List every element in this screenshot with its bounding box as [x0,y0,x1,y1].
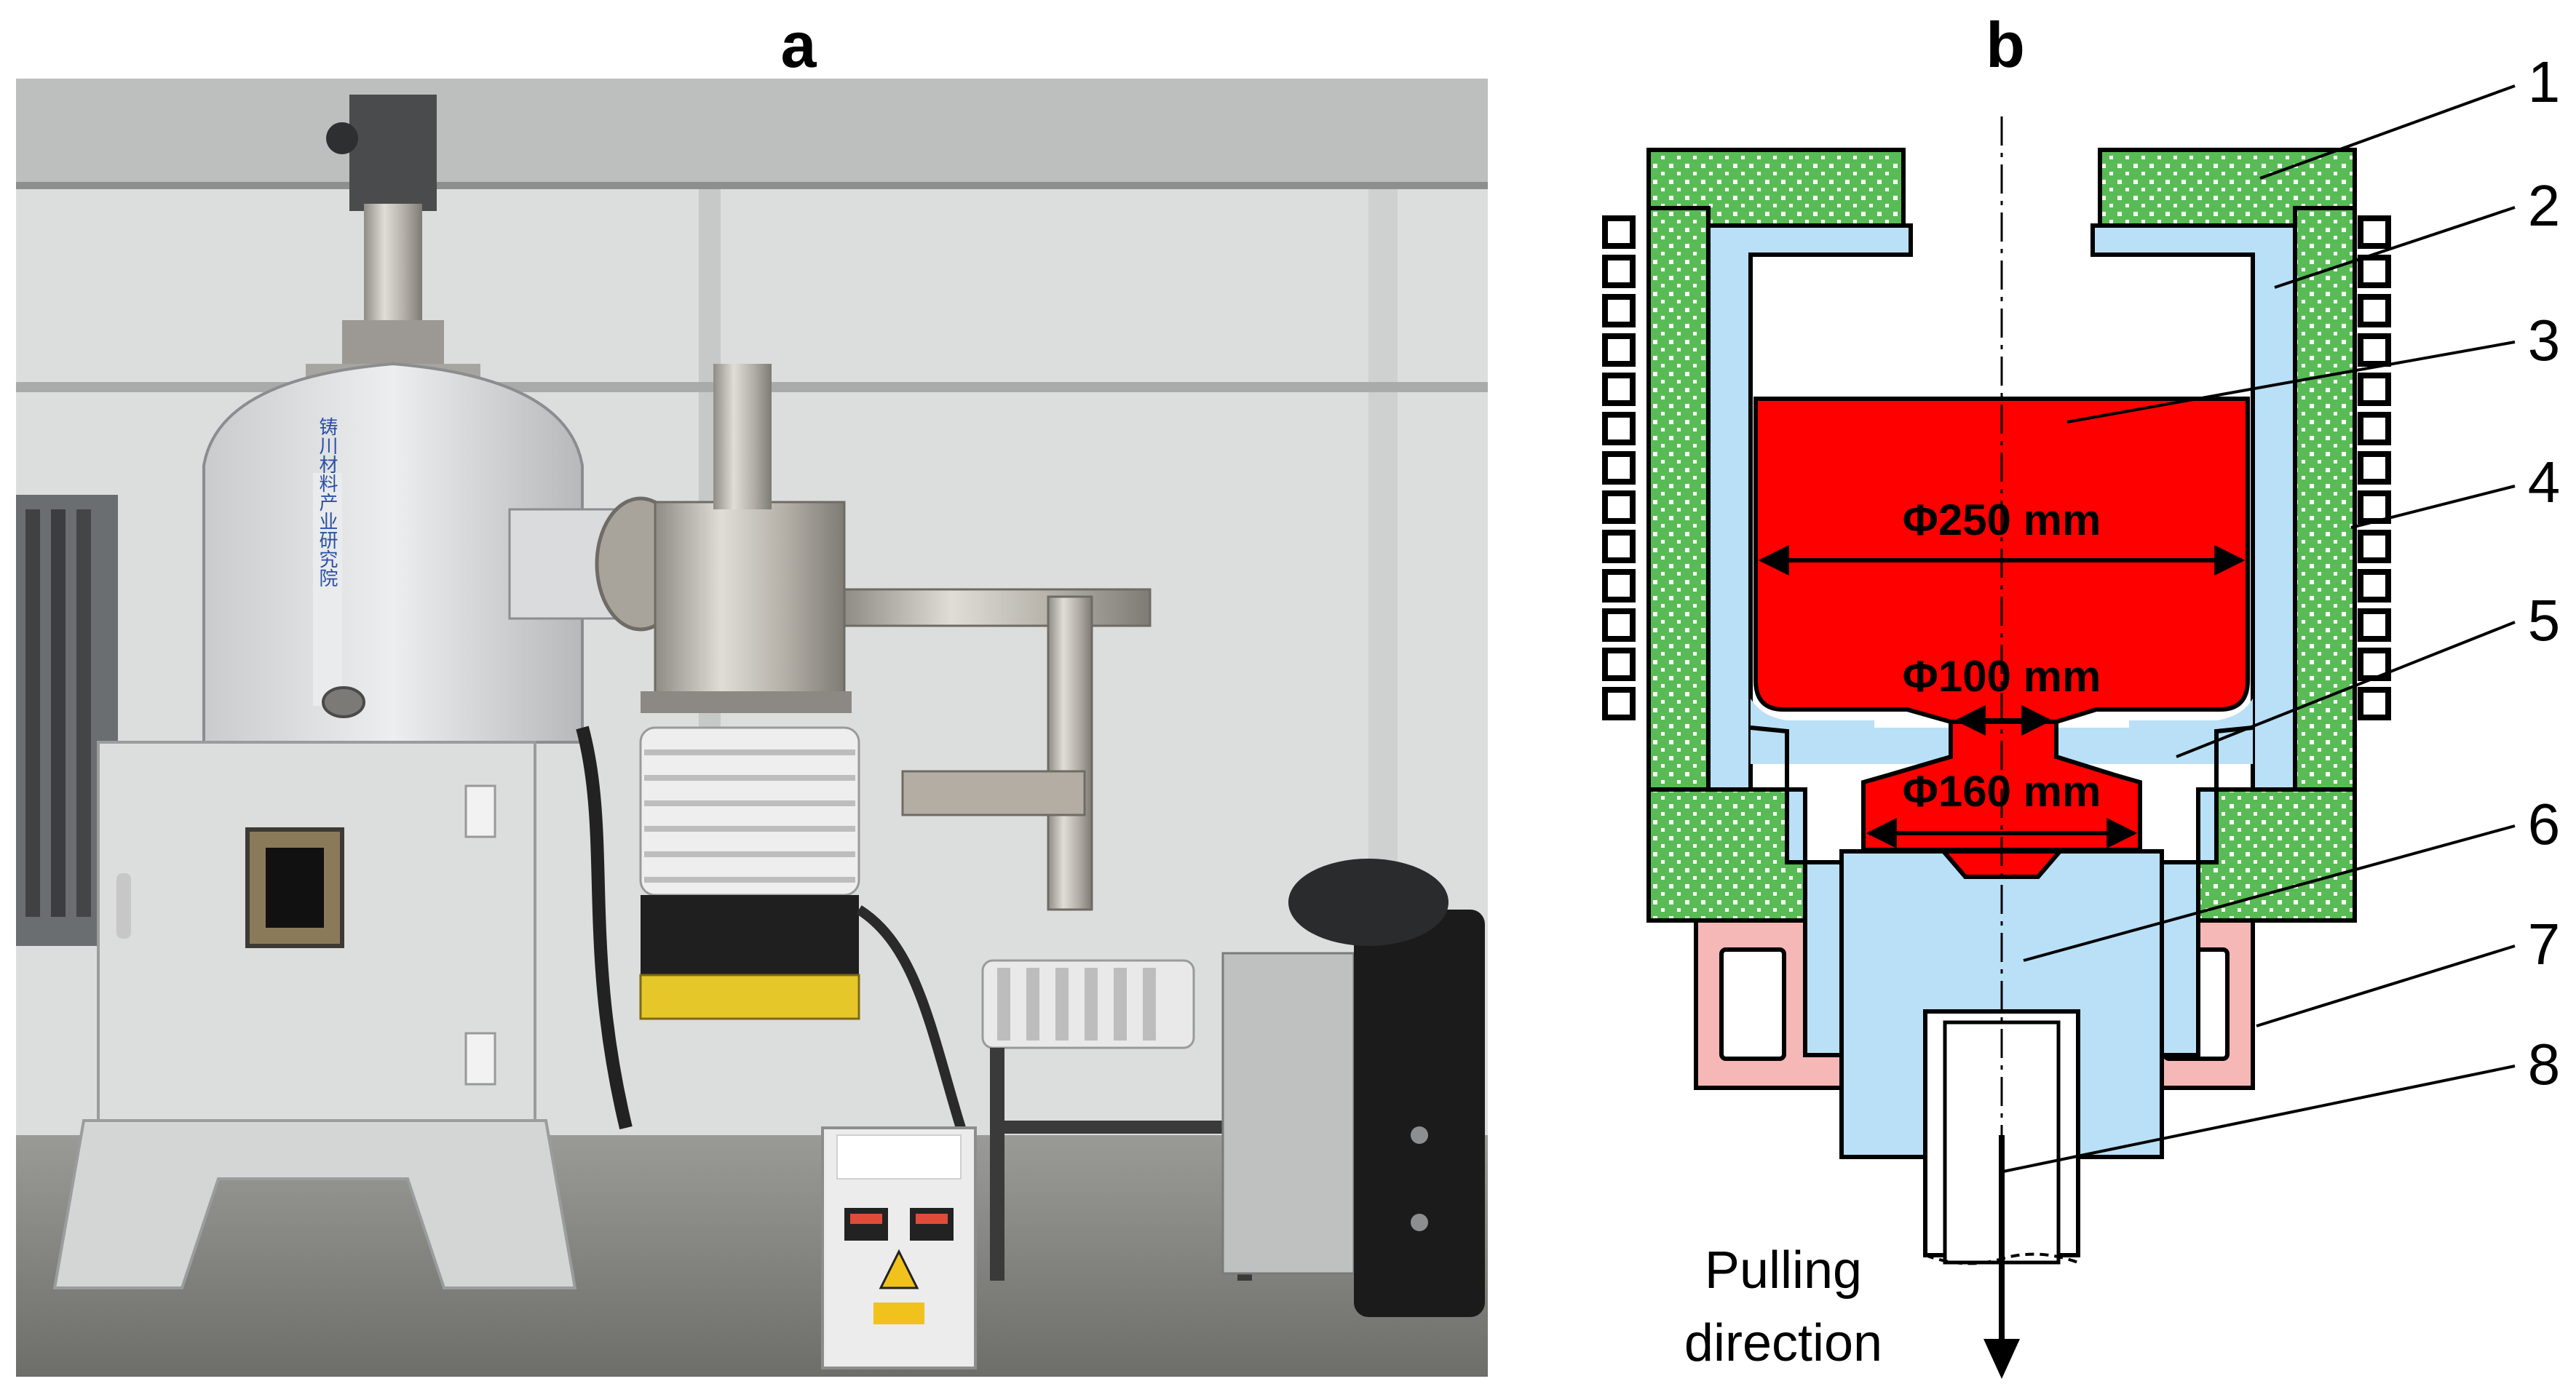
callout-2: 2 [2528,173,2561,238]
coil-turn [1602,333,1636,367]
callout-6: 6 [2528,792,2561,856]
coil-turn [1602,294,1636,327]
callout-1: 1 [2528,49,2561,114]
coil-turn [1602,215,1636,249]
photo-ceiling [16,79,1488,188]
dimension-d100: Φ100 mm [1903,652,2101,701]
dimension-d160: Φ160 mm [1903,767,2101,816]
coil-turn [1602,530,1636,563]
coil-turn [2358,648,2391,681]
callout-8: 8 [2528,1032,2561,1097]
main-chamber [202,362,584,744]
pulling-arrow-head [1983,1339,2020,1379]
pump-bellows [639,726,860,896]
callout-7: 7 [2528,912,2561,977]
coil-turn [2358,215,2391,249]
equipment-photo: 铸川材料产业研究院 [16,79,1488,1377]
coil-turn [1602,412,1636,445]
coil-turn [2358,608,2391,642]
coil-turn [2358,294,2391,327]
coil-turn [1602,687,1636,720]
roots-pump [981,959,1195,1049]
callout-3: 3 [2528,308,2561,373]
coil-turn [2358,490,2391,524]
callout-4: 4 [2528,450,2561,514]
callout-5: 5 [2528,588,2561,653]
coil-turn [2358,530,2391,563]
coil-turn [1602,255,1636,288]
coil-turn [2358,255,2391,288]
callout-leaders [2002,84,2516,1173]
coil-turn [2358,333,2391,367]
coil-turn [1602,569,1636,602]
control-cabinet [52,741,577,1289]
coil-turn [1602,490,1636,524]
coil-turn [2358,569,2391,602]
panel-a: a 铸川 [16,9,1488,1377]
pulling-label-line2: direction [1684,1314,1882,1372]
dimension-d250: Φ250 mm [1903,496,2101,544]
panel-a-letter: a [781,9,817,81]
coil-turn [1602,648,1636,681]
panel-b-letter: b [1986,9,2025,81]
coil-turn [2358,687,2391,720]
coil-turn [2358,451,2391,485]
coil-turn [2358,373,2391,406]
induction-coils [1602,215,2391,720]
power-controller-box [821,1126,977,1369]
coil-turn [1602,373,1636,406]
dimension-lines [1758,545,2246,848]
pump-column [654,501,846,700]
insulation [1646,148,2357,923]
panel-b: b [1602,9,2561,1379]
chamber-label: 铸川材料产业研究院 [317,417,338,587]
coil-turn [1602,451,1636,485]
coil-turn [2358,412,2391,445]
coil-turn [1602,608,1636,642]
pulling-label-line1: Pulling [1705,1241,1862,1300]
